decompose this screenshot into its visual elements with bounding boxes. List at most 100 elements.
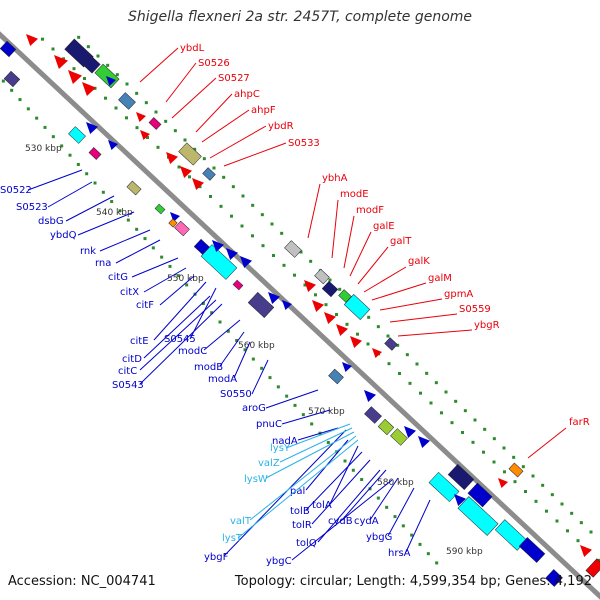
gene-label-blue-citf: citF: [136, 300, 154, 311]
gene-label-red-ybdl: ybdL: [180, 43, 205, 54]
gene-label-red-leader-galm: [371, 282, 427, 301]
scale-tick-2-44: [463, 409, 467, 413]
gene-label-blue-s0522: S0522: [0, 185, 32, 196]
gene-label-cyan-leader-lysy: [285, 423, 351, 449]
gene-label-blue-leader-citf: [159, 275, 195, 306]
scale-tick-2-19: [222, 175, 226, 179]
scale-tick-2-50: [521, 465, 525, 469]
scale-tick-2-10: [135, 91, 139, 95]
scale-tick-2-56: [579, 521, 583, 525]
gene-label-red-leader-gale: [349, 231, 372, 277]
gene-feature-33: [232, 279, 244, 291]
gene-label-blue-nada: nadA: [272, 436, 298, 447]
gene-label-blue-citc: citC: [118, 366, 137, 377]
scale-tick-2-7: [106, 63, 110, 67]
gene-label-blue-leader-moda: [233, 341, 251, 379]
gene-arrow-32: [240, 256, 252, 268]
gene-feature-27: [168, 218, 178, 228]
gene-label-blue-leader-s0543: [139, 303, 223, 385]
scale-tick-1-36: [268, 376, 272, 380]
scale-tick-1-14: [85, 172, 89, 176]
gene-label-blue-leader-citg: [131, 257, 179, 278]
scale-tick-1-53: [410, 533, 414, 537]
gene-label-red-leader-galt: [357, 246, 389, 285]
scale-tick-2-55: [570, 511, 574, 515]
scale-tick-0-22: [219, 204, 223, 208]
gene-label-blue-dsbg: dsbG: [38, 216, 64, 227]
scale-tick-1-55: [426, 552, 430, 556]
scale-tick-2-47: [492, 437, 496, 441]
gene-label-blue-leader-tolr: [311, 459, 371, 525]
gene-arrow-5: [68, 70, 82, 84]
scale-tick-1-4: [1, 79, 5, 83]
gene-feature-17: [88, 147, 102, 160]
scale-tick-2-51: [531, 474, 535, 478]
gene-feature-57: [447, 464, 475, 490]
gene-label-blue-s0545: S0545: [164, 334, 196, 345]
gene-label-blue-hrsa: hrsA: [388, 548, 411, 559]
scale-tick-2-22: [251, 203, 255, 207]
gene-arrow-45: [336, 324, 348, 336]
scale-tick-2-54: [560, 502, 564, 506]
gene-label-blue-modb: modB: [194, 362, 223, 373]
scale-tick-1-23: [160, 255, 164, 259]
gene-label-red-s0559: S0559: [459, 304, 491, 315]
scale-tick-1-22: [151, 246, 155, 250]
gene-label-red-s0527: S0527: [218, 73, 250, 84]
scale-tick-0-33: [335, 313, 338, 316]
scale-tick-1-24: [168, 264, 172, 268]
gene-feature-52: [364, 406, 382, 424]
gene-label-red-leader-s0526: [165, 62, 197, 103]
gene-label-red-gpma: gpmA: [444, 289, 473, 300]
gene-label-blue-leader-dsbg: [65, 195, 115, 222]
gene-arrow-43: [312, 300, 324, 312]
gene-label-red-ahpf: ahpF: [251, 105, 276, 116]
gene-arrow-30: [212, 240, 224, 252]
scale-tick-1-5: [10, 88, 14, 92]
scale-tick-1-17: [110, 200, 114, 204]
scale-tick-1-32: [235, 339, 239, 343]
scale-tick-2-16: [193, 147, 197, 151]
scale-tick-2-45: [473, 418, 477, 422]
gene-feature-2: [94, 63, 120, 89]
scale-tick-1-18: [118, 209, 122, 213]
gene-feature-34: [247, 292, 275, 318]
scale-tick-1-50: [385, 505, 389, 509]
gene-feature-18: [178, 142, 202, 166]
scale-tick-2-27: [299, 250, 303, 254]
scale-tick-2-9: [125, 82, 129, 86]
gene-arrow-16: [108, 140, 118, 150]
scale-tick-0-11: [104, 96, 107, 100]
gene-label-cyan-valz: valZ: [258, 458, 280, 469]
scale-tick-0-50: [513, 480, 517, 484]
gene-label-blue-leader-citd: [143, 295, 211, 359]
gene-arrow-40: [304, 280, 316, 292]
scale-tick-2-14: [173, 129, 177, 133]
gene-label-cyan-lysy: lysY: [270, 443, 291, 454]
scale-tick-2-42: [444, 390, 448, 394]
scale-tick-1-6: [18, 98, 22, 102]
scale-tick-0-44: [450, 421, 454, 425]
gene-feature-62: [518, 537, 546, 563]
gene-feature-37: [284, 240, 302, 258]
genome-backbone: [0, 31, 600, 600]
gene-label-cyan-lyst: lysT: [222, 533, 243, 544]
gene-arrow-21: [192, 178, 204, 190]
scale-tick-0-23: [230, 214, 233, 218]
scale-tick-2-8: [115, 73, 119, 77]
gene-arrow-6: [82, 82, 96, 96]
gene-label-cyan-leader-lysw: [265, 431, 355, 479]
gene-label-blue-leader-s0522: [27, 169, 83, 191]
scale-tick-0-8: [72, 67, 76, 71]
gene-label-red-ahpc: ahpC: [234, 89, 260, 100]
scale-tick-1-43: [326, 440, 330, 444]
scale-tick-0-35: [356, 332, 359, 336]
gene-label-red-ybha: ybhA: [322, 173, 348, 184]
gene-label-red-galm: galM: [428, 273, 452, 284]
scale-tick-1-16: [101, 190, 105, 194]
gene-label-blue-leader-nada: [297, 427, 339, 441]
gene-label-blue-leader-arog: [265, 389, 319, 409]
gene-arrow-66: [580, 545, 592, 557]
scale-tick-0-29: [293, 273, 296, 277]
